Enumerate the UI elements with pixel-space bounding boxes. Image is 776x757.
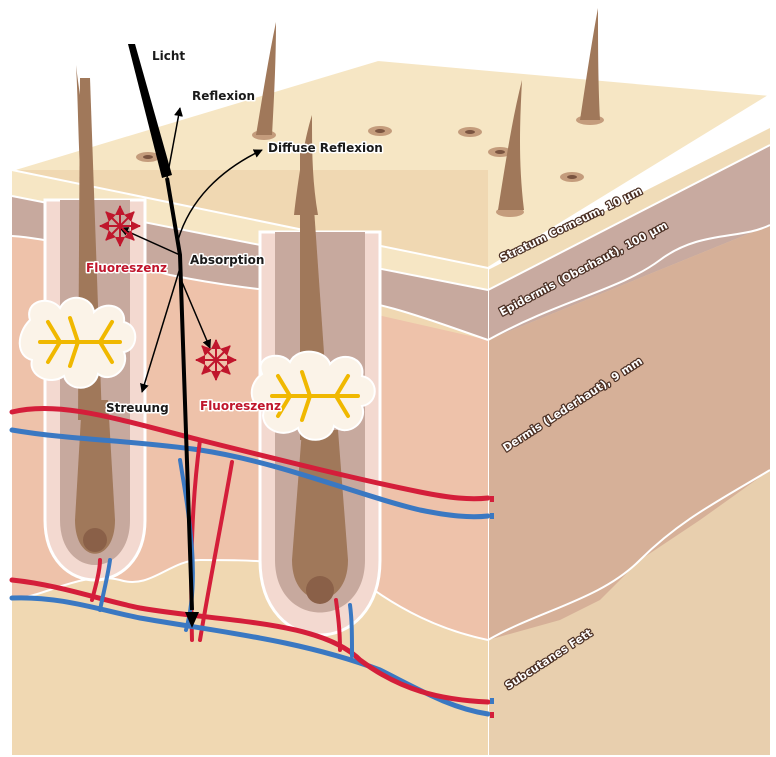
nerve-cluster-left (20, 298, 136, 388)
label-fluoreszenz-2: Fluoreszenz (200, 399, 281, 413)
label-diffuse-reflexion: Diffuse Reflexion (268, 141, 383, 155)
label-reflexion: Reflexion (192, 89, 255, 103)
label-fluoreszenz-1: Fluoreszenz (86, 261, 167, 275)
label-absorption: Absorption (190, 253, 264, 267)
fluorescence-burst-icon (100, 206, 140, 246)
hair-tip (580, 8, 600, 120)
label-licht: Licht (152, 49, 185, 63)
fluorescence-burst-icon (196, 340, 236, 380)
label-streuung: Streuung (106, 401, 169, 415)
nerve-cluster-right (252, 352, 375, 440)
